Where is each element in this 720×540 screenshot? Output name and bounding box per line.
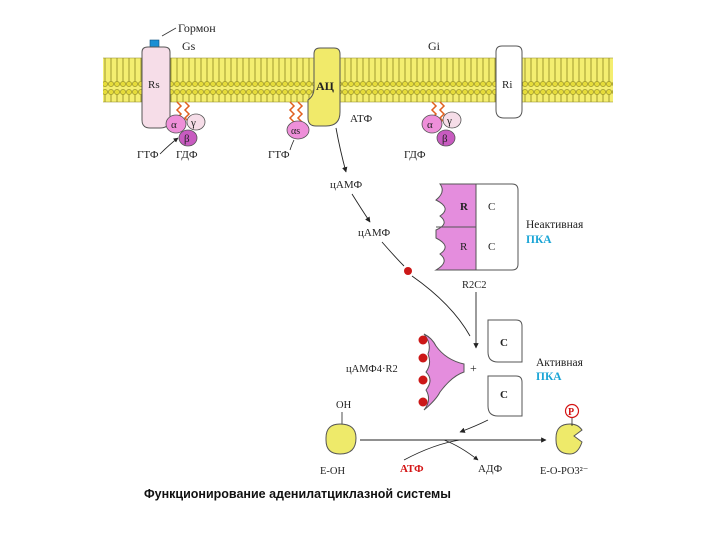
gs-alpha-subunit xyxy=(165,114,187,134)
gtp-left-label: ГТФ xyxy=(137,149,159,161)
svg-text:C: C xyxy=(488,201,495,213)
gtp-mid-label: ГТФ xyxy=(268,149,290,161)
camp-molecule xyxy=(404,267,412,275)
substrate-protein xyxy=(325,423,357,455)
svg-text:γ: γ xyxy=(446,115,452,127)
oh-label: OH xyxy=(336,400,352,411)
r2c2-label: R2C2 xyxy=(462,280,487,291)
svg-text:P: P xyxy=(568,407,574,418)
svg-text:α: α xyxy=(427,119,433,131)
camp-bound-2 xyxy=(418,353,428,363)
gdp-right-label: ГДФ xyxy=(404,149,426,161)
pka-label-active: ПКА xyxy=(536,371,562,383)
camp-bound-3 xyxy=(418,375,428,385)
atp-bottom-label: АТФ xyxy=(400,463,424,475)
pka-catalytic-subunits-inactive xyxy=(475,183,519,271)
plus-sign: + xyxy=(470,361,477,375)
e-oh-label: E-OH xyxy=(320,466,345,477)
inactive-label: Неактивная xyxy=(526,219,584,231)
svg-text:β: β xyxy=(184,133,190,145)
atp-to-camp-arrow xyxy=(335,127,348,173)
camp-label-2: цАМФ xyxy=(358,227,390,239)
gtp-gdp-exchange-arrow xyxy=(159,137,179,155)
pka-catalytic-subunit-1 xyxy=(487,319,523,363)
gi-label: Gi xyxy=(428,39,441,53)
gs-beta-subunit xyxy=(178,129,198,147)
phosphorylated-protein xyxy=(555,423,583,455)
svg-text:C: C xyxy=(488,241,495,253)
atp-top-label: АТФ xyxy=(350,113,372,125)
cell-membrane xyxy=(103,58,613,102)
adenylate-cyclase xyxy=(307,47,341,127)
svg-text:C: C xyxy=(500,337,508,349)
pka-regulatory-dimer-camp xyxy=(423,333,465,411)
gi-gamma-subunit xyxy=(442,111,462,129)
gdp-left-label: ГДФ xyxy=(176,149,198,161)
svg-text:R: R xyxy=(460,201,469,213)
adp-label: АДФ xyxy=(478,463,502,475)
ri-label: Ri xyxy=(502,79,512,91)
camp-label-1: цАМФ xyxy=(330,179,362,191)
svg-text:γ: γ xyxy=(190,117,196,129)
svg-text:β: β xyxy=(442,133,448,145)
rs-label: Rs xyxy=(148,79,160,91)
alpha-s-gtp-subunit xyxy=(286,120,310,140)
hormone-label: Гормон xyxy=(178,21,216,35)
svg-text:αs: αs xyxy=(291,126,300,137)
svg-text:R: R xyxy=(460,241,468,253)
gi-alpha-subunit xyxy=(421,114,443,134)
camp-bound-4 xyxy=(418,397,428,407)
phosphate-group xyxy=(564,403,580,419)
gi-beta-subunit xyxy=(436,129,456,147)
active-label: Активная xyxy=(536,357,584,369)
gs-label: Gs xyxy=(182,39,196,53)
e-o-po3-label: E-O-PO3²⁻ xyxy=(540,466,588,477)
camp4-r2-label: цАМФ4·R2 xyxy=(346,364,398,375)
ri-receptor xyxy=(495,45,523,119)
ac-label: АЦ xyxy=(316,79,335,93)
pka-label-inactive: ПКА xyxy=(526,234,552,246)
figure-caption: Функционирование аденилатциклазной систе… xyxy=(144,487,451,501)
pka-catalytic-subunit-2 xyxy=(487,375,523,417)
svg-text:C: C xyxy=(500,389,508,401)
camp-bound-1 xyxy=(418,335,428,345)
gs-gamma-subunit xyxy=(186,113,206,131)
svg-text:α: α xyxy=(171,119,177,131)
